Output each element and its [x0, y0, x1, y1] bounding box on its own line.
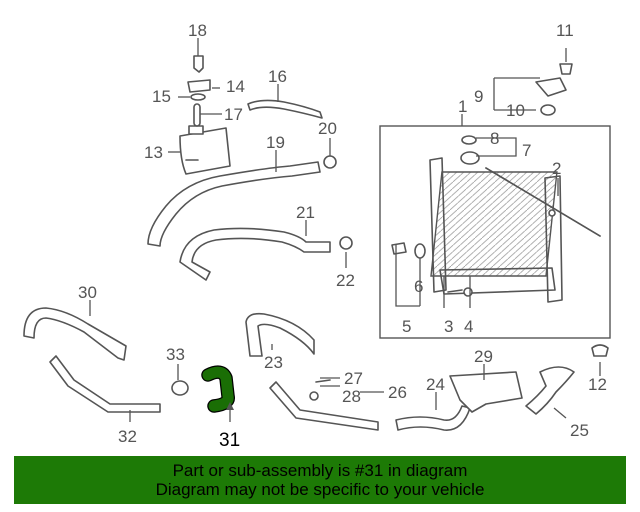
callout-16: 16: [268, 67, 287, 86]
hose-24: [395, 405, 471, 431]
callout-4: 4: [464, 317, 473, 336]
callout-8: 8: [490, 129, 499, 148]
grommet-12: [591, 344, 609, 357]
callout-17: 17: [224, 105, 243, 124]
hose-23: [245, 312, 315, 357]
callout-33: 33: [166, 345, 185, 364]
highlight-notice-banner: Part or sub-assembly is #31 in diagram D…: [14, 456, 626, 504]
callout-15: 15: [152, 87, 171, 106]
hose-25: [525, 366, 575, 415]
callout-19: 19: [266, 133, 285, 152]
callout-31: 31: [219, 430, 240, 451]
callout-28: 28: [342, 387, 361, 406]
callout-14: 14: [226, 77, 245, 96]
callout-2: 2: [552, 159, 561, 178]
callout-27: 27: [344, 369, 363, 388]
callout-3: 3: [444, 317, 453, 336]
bracket-29: [449, 371, 523, 413]
reservoir-cap-parts: [187, 55, 211, 127]
sensor-parts: [535, 63, 573, 116]
callout-25: 25: [570, 421, 589, 440]
callout-26: 26: [388, 383, 407, 402]
clamp-22: [339, 236, 353, 250]
callout-5: 5: [402, 317, 411, 336]
callout-18: 18: [188, 21, 207, 40]
callout-9: 9: [474, 87, 483, 106]
callout-24: 24: [426, 375, 445, 394]
hose-19: [147, 161, 321, 247]
callout-32: 32: [118, 427, 137, 446]
callout-30: 30: [78, 283, 97, 302]
callout-1: 1: [458, 97, 467, 116]
leader-lines: [89, 38, 601, 422]
notice-line-1: Part or sub-assembly is #31 in diagram: [172, 461, 468, 480]
clamp-33: [171, 380, 189, 396]
callout-23: 23: [264, 353, 283, 372]
hose-30: [23, 307, 127, 361]
cooling-system-exploded-diagram: 1 2 3 4 5 6 7 8 9 10 11 12 13 14 15 16 1…: [23, 21, 611, 451]
bolts: [309, 379, 331, 401]
pipe-32: [49, 355, 161, 413]
reservoir-tank: [179, 125, 231, 175]
callout-6: 6: [414, 277, 423, 296]
callout-12: 12: [588, 375, 607, 394]
callout-numbers: 1 2 3 4 5 6 7 8 9 10 11 12 13 14 15 16 1…: [78, 21, 607, 451]
hose-21: [179, 227, 331, 281]
callout-7: 7: [522, 141, 531, 160]
callout-29: 29: [474, 347, 493, 366]
callout-13: 13: [144, 143, 163, 162]
notice-line-2: Diagram may not be specific to your vehi…: [155, 480, 485, 499]
callout-10: 10: [506, 101, 525, 120]
radiator-assembly-box: [379, 125, 611, 339]
callout-20: 20: [318, 119, 337, 138]
highlighted-hose-31: [201, 365, 235, 413]
pipe-26: [269, 381, 379, 431]
callout-11: 11: [556, 21, 574, 40]
clamp-20: [323, 155, 337, 169]
callout-22: 22: [336, 271, 355, 290]
callout-21: 21: [296, 203, 315, 222]
hose-16: [247, 99, 323, 119]
